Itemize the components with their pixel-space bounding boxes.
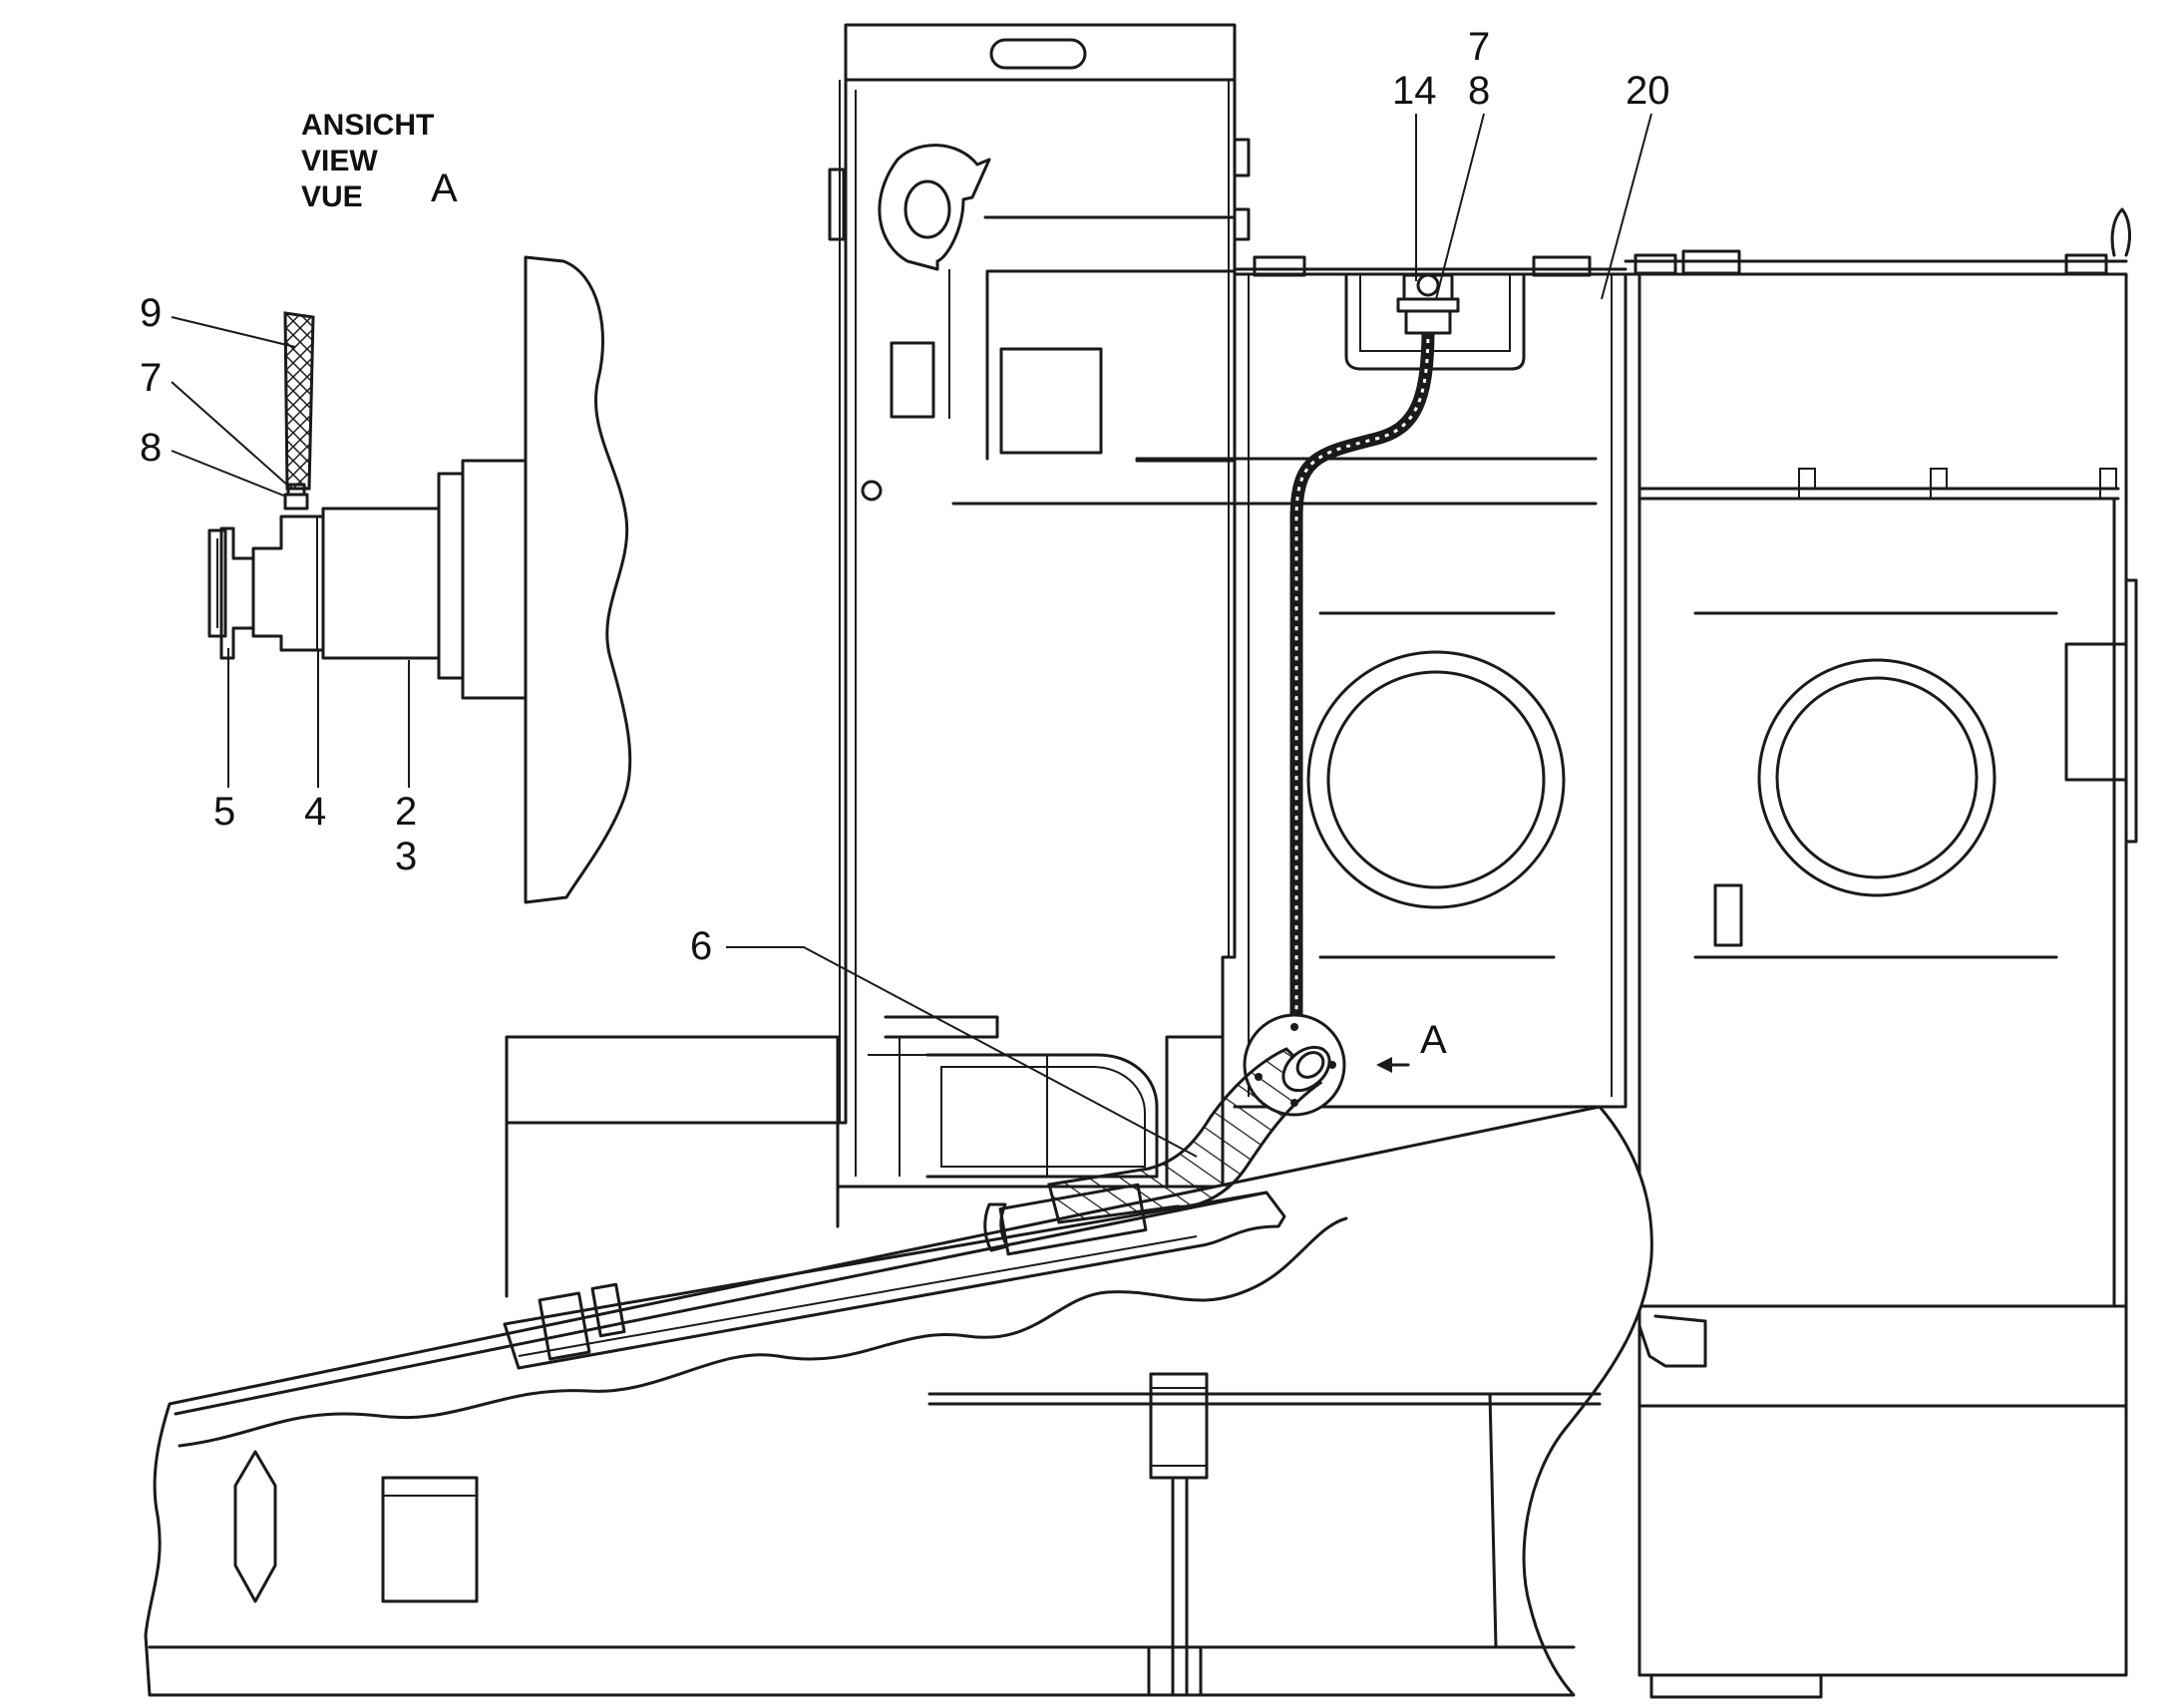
chassis-clamp-block	[1149, 1372, 1209, 1480]
section-marker-a: A	[1420, 1018, 1447, 1062]
inset-ring-8	[283, 493, 309, 511]
view-a-label: ANSICHT VIEW VUE A	[301, 109, 458, 213]
callout-3: 3	[395, 835, 417, 878]
view-word-ansicht: ANSICHT	[301, 109, 434, 142]
inset-break-wall	[524, 255, 632, 904]
callout-8: 8	[140, 426, 162, 470]
inset-flange	[437, 459, 528, 700]
chassis-diamond-cutout	[233, 1450, 277, 1603]
top-fitting-ring-7	[1396, 297, 1460, 313]
tall-cabinet	[836, 23, 1237, 1189]
cabinet-handle-slot	[989, 38, 1087, 70]
inset-connector-cap	[219, 526, 255, 660]
inset-callouts: 9 7 8 5 4 2 3	[140, 291, 417, 878]
inset-view-a	[207, 255, 632, 904]
inset-braided-cable	[283, 311, 315, 491]
view-letter: A	[431, 167, 458, 210]
right-cabinet-latch	[2064, 642, 2128, 782]
right-cabinet	[1624, 272, 2128, 1316]
middle-cabinet-porthole-inner	[1326, 670, 1546, 889]
cable-item-6-run	[1289, 328, 1435, 1027]
inset-connector-body	[321, 507, 441, 660]
lower-left-housing	[505, 1035, 840, 1125]
callout-7: 7	[140, 356, 162, 400]
cabinet-rotary-part	[878, 144, 991, 271]
top-fitting-ring-8	[1404, 309, 1452, 335]
chassis-label-plate	[381, 1476, 479, 1603]
callout-20: 20	[1626, 69, 1670, 113]
callout-14: 14	[1392, 69, 1437, 113]
right-cabinet-porthole-outer	[1757, 658, 1997, 897]
cable-conduit-hatched	[1047, 1047, 1323, 1224]
callout-7-top: 7	[1468, 25, 1490, 69]
main-assembly: A	[144, 23, 2138, 1699]
callout-6: 6	[690, 924, 712, 968]
cabinet-label-plate	[999, 347, 1103, 455]
middle-cabinet-top-bracket	[1344, 272, 1526, 371]
inset-connector-nut	[251, 514, 325, 652]
callout-2: 2	[395, 790, 417, 834]
platform-chassis	[144, 1105, 1653, 1697]
middle-cabinet-porthole-outer	[1306, 650, 1566, 909]
callout-5: 5	[213, 790, 235, 834]
callout-4: 4	[304, 790, 326, 834]
right-cabinet-porthole-inner	[1775, 676, 1979, 879]
view-word-view: VIEW	[301, 145, 378, 177]
cabinet-rivet	[861, 480, 883, 502]
callout-9: 9	[140, 291, 162, 335]
callout-8-top: 8	[1468, 69, 1490, 113]
view-word-vue: VUE	[301, 180, 363, 213]
main-callouts: 7 14 8 20 6	[690, 25, 1670, 1158]
